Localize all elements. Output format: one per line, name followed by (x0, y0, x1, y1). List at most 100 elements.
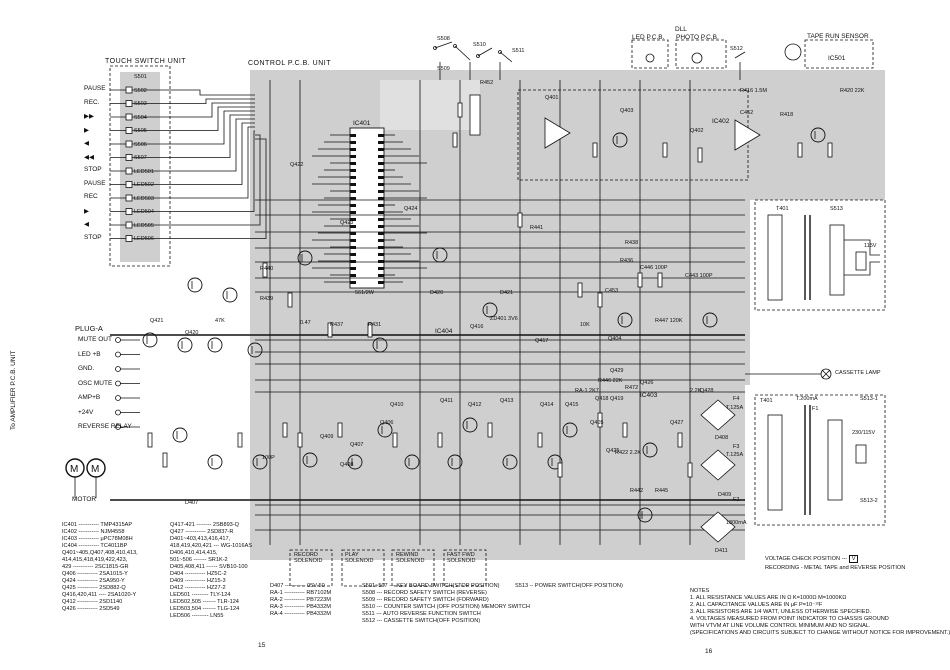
component-label: D411 (715, 548, 728, 554)
s513-note: S513 -- POWER SWITCH(OFF POSITION) (515, 583, 623, 589)
resistor (367, 322, 373, 338)
component-label: Q415 (565, 402, 579, 408)
mains-115v-label: 115V (864, 243, 877, 249)
touch-row-contact (125, 167, 133, 175)
t401-bottom-label: T401 (760, 398, 773, 404)
transistor-symbols (142, 127, 826, 523)
resistor (162, 452, 168, 468)
plug-pin (115, 409, 121, 416)
ic401-pin (350, 162, 356, 165)
parts-list-entry: 418,419,420,421 --- WG-1016AS (170, 543, 253, 549)
transistor (207, 454, 223, 470)
plug-pin-label: GND. (78, 365, 95, 372)
opamp-section (469, 89, 761, 181)
transistor (252, 454, 268, 470)
fuse-f1: F1 (812, 406, 819, 412)
dll-label: DLL (675, 26, 687, 33)
ic401-pin (350, 267, 356, 270)
to-amplifier-label: To AMPLIFIER P.C.B. UNIT (10, 350, 17, 430)
parts-list-entry: D401~403,413,416,417, (170, 536, 231, 542)
component-label: Q406 (380, 420, 394, 426)
component-label: Q425 (606, 448, 620, 454)
component-label: R418 (780, 112, 794, 118)
parts-list-entry: 414,415,418,419,422,423, (62, 557, 128, 563)
fuse-f2-rating: 1800mA (726, 520, 747, 526)
svg-text:M: M (91, 464, 99, 475)
resistor-symbols (147, 102, 833, 478)
plug-a-connector (115, 337, 140, 430)
solenoid-label: RECORD SOLENOID (294, 552, 323, 564)
touch-part-label: S503 (134, 101, 147, 107)
ic403-label: IC403 (640, 392, 658, 399)
touch-part-label: S505 (134, 128, 147, 134)
note-line: 4. VOLTAGES MEASURED FROM POINT INDICATO… (690, 616, 889, 622)
parts-list-entry: 501~506 ------- SR1K-2 (170, 557, 228, 563)
component-label: R431 (368, 322, 382, 328)
ic401-pin (350, 190, 356, 193)
t401-top-label: T401 (776, 206, 789, 212)
touch-part-label: S504 (134, 114, 147, 121)
ic401-pin (350, 176, 356, 179)
transistor (207, 337, 223, 353)
control-pcb-title: CONTROL P.C.B. UNIT (248, 60, 332, 67)
bundle-wire (170, 134, 261, 226)
ic401-pin (378, 162, 384, 165)
transistor (347, 454, 363, 470)
plug-pin (115, 380, 121, 387)
ic401-pin (350, 281, 356, 284)
touch-switch-unit-title: TOUCH SWITCH UNIT (105, 58, 187, 65)
touch-row-contact (125, 100, 133, 107)
component-label: D421 (500, 290, 514, 296)
touch-to-control-wiring (170, 89, 267, 239)
touch-part-label: LED501 (134, 168, 154, 175)
resistor (797, 142, 803, 158)
touch-key-label: REC (84, 193, 98, 200)
page-number-left: 15 (258, 642, 266, 649)
component-label: R441 (530, 225, 544, 231)
ic401-pin (350, 134, 356, 137)
transistor (172, 427, 188, 443)
transistor (637, 507, 653, 523)
component-label: R452 (480, 80, 494, 86)
component-label: 10K (580, 322, 590, 328)
switch-list: S501~507 --- KEY BOARD SWITCH(STOP POSIT… (362, 583, 530, 625)
ic401-label: IC401 (353, 120, 371, 127)
touch-row-contact (125, 181, 133, 188)
resistor (452, 132, 458, 148)
resistor (337, 422, 343, 438)
touch-row-contact (125, 235, 133, 242)
bundle-wire (170, 126, 255, 199)
component-label: Q411 (440, 398, 454, 404)
photo-pcb-label: PHOTO P.C.B. (676, 34, 719, 41)
plug-pin-label: MUTE OUT (78, 336, 112, 343)
switch-list-entry: S512 --- CASSETTE SWITCH(OFF POSITION) (362, 618, 481, 624)
transformer-t401-top (754, 199, 886, 311)
plug-pin-label: REVERSE RELAY (78, 423, 132, 430)
transistor (562, 422, 578, 438)
switch-list-entry: S508 --- RECORD SAFETY SWITCH (REVERSE) (362, 590, 487, 596)
parts-list-entry: IC401 ----------- TMP4315AP (62, 522, 133, 528)
switch-s509: S509 (437, 66, 450, 72)
ic401-pin (350, 155, 356, 158)
touch-row-contact (125, 154, 133, 161)
note-line: NOTES (690, 588, 710, 594)
solenoid-label: PLAY SOLENOID (345, 552, 374, 564)
ic401-pin (378, 176, 384, 179)
touch-key-label: REC. (84, 98, 100, 106)
ic401-pin (378, 239, 384, 242)
solenoid-label: FAST FWD SOLENOID (447, 552, 476, 564)
plug-pin-label: LED +B (78, 350, 101, 358)
ic401-pin (350, 197, 356, 200)
parts-list-entry: D409 ----------- HZ15-3 (170, 578, 226, 584)
bundle-wire (170, 138, 267, 239)
component-label: D409 (718, 492, 732, 498)
component-label: Q410 (390, 402, 404, 408)
touch-key-label: ◀◀ (84, 153, 94, 161)
component-label: R440 (260, 266, 274, 272)
bundle-wire (170, 89, 255, 96)
switch-list-entry: S510 --- COUNTER SWITCH (OFF POSITION) M… (362, 604, 530, 610)
fuse-f3-rating: T.125A (726, 452, 744, 458)
component-label: Q429 (610, 368, 624, 374)
